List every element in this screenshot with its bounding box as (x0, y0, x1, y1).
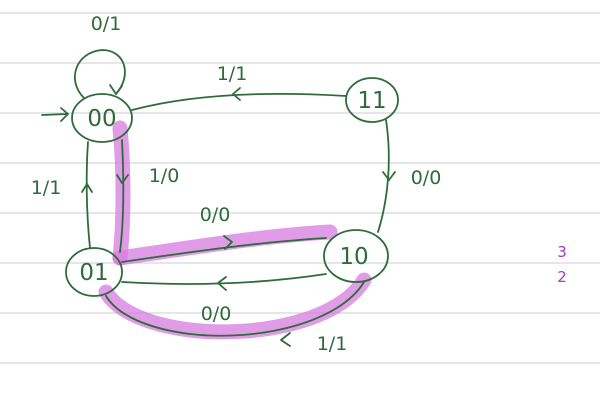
state-01-circle (65, 247, 123, 297)
edge-01-to-00 (85, 141, 91, 249)
state-11-circle (345, 77, 399, 123)
label-00-to-01: 1/0 (149, 165, 180, 187)
state-01-label: 01 (79, 260, 108, 286)
state-10-circle (323, 229, 389, 283)
highlight-path (98, 120, 372, 340)
arrowhead (81, 183, 93, 193)
label-11-to-00: 1/1 (217, 63, 248, 85)
ruled-lines (0, 12, 600, 364)
arrowhead (217, 276, 227, 291)
state-11-label: 11 (357, 88, 386, 114)
arrowhead (232, 87, 241, 101)
edge-01-to-10 (121, 237, 327, 263)
arrowhead (280, 332, 291, 347)
arrowhead (382, 171, 396, 181)
arrowhead (223, 235, 233, 250)
ink-layer (41, 49, 399, 347)
start-arrow (41, 113, 69, 116)
arrowhead (60, 107, 69, 122)
edge-11-to-00 (131, 92, 347, 111)
label-01-to-10: 0/0 (200, 204, 231, 226)
side-note-mark: 2 (557, 268, 567, 286)
label-01-to-00: 1/1 (31, 177, 62, 199)
label-self-loop-00: 0/1 (91, 13, 122, 35)
edge-10-to-01-bottom (105, 281, 365, 337)
edge-10-to-01-lower (121, 273, 327, 285)
label-10-to-01-lower: 0/0 (201, 303, 232, 325)
side-note-digit: 3 (557, 243, 567, 261)
edge-00-to-01 (119, 139, 125, 253)
self-loop-00 (74, 49, 126, 99)
arrowhead (116, 174, 129, 184)
state-00-label: 00 (87, 106, 116, 132)
arrowhead (109, 84, 123, 95)
edge-11-to-10 (377, 119, 390, 233)
highlight-segment-01-to-10 (112, 224, 338, 266)
state-00-circle (71, 93, 133, 143)
label-11-to-10: 0/0 (411, 167, 442, 189)
highlight-segment-10-to-01-bottom (98, 272, 372, 340)
label-10-to-01-bottom: 1/1 (317, 333, 348, 355)
state-10-label: 10 (339, 244, 368, 270)
